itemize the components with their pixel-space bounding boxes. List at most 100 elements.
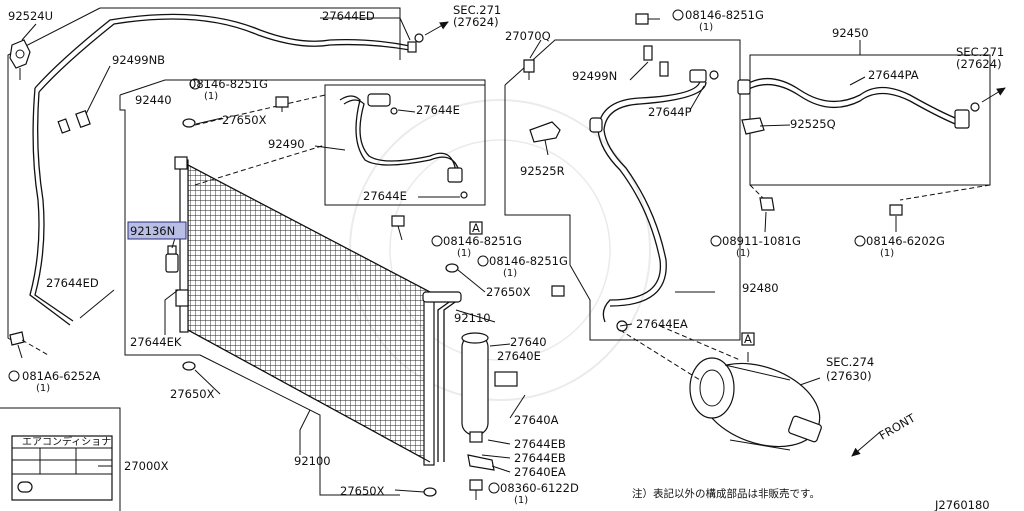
label-27644P[interactable]: 27644P <box>648 105 692 119</box>
label-27644PA[interactable]: 27644PA <box>868 68 919 82</box>
label-27650X-b[interactable]: 27650X <box>170 387 215 401</box>
front-label: FRONT <box>877 410 919 442</box>
label-081A6-6252A[interactable]: 081A6-6252A <box>22 369 101 383</box>
nut-08911 <box>759 197 775 211</box>
box-a-right: A <box>744 332 752 346</box>
label-plate-title: エアコンディショナ <box>22 435 111 448</box>
b-marker-08146-e <box>854 235 866 247</box>
pipe-92450 <box>737 78 980 135</box>
bolt-08146-a <box>275 96 289 112</box>
label-27640[interactable]: 27640 <box>510 335 547 349</box>
label-27000X[interactable]: 27000X <box>124 459 169 473</box>
box-a-left: A <box>472 221 480 235</box>
label-08146-8251G-b[interactable]: 08146-8251G <box>443 234 522 248</box>
box-92490 <box>194 84 486 206</box>
label-92499NB[interactable]: 92499NB <box>112 53 165 67</box>
bolt-27070Q <box>523 59 535 80</box>
label-27650X-a[interactable]: 27650X <box>222 113 267 127</box>
grommets-27650X <box>182 118 459 497</box>
label-27644ED-left[interactable]: 27644ED <box>46 276 99 290</box>
label-27640A[interactable]: 27640A <box>514 413 559 427</box>
label-27650X-d[interactable]: 27650X <box>340 484 385 498</box>
pressure-sensor-92136N <box>165 245 189 307</box>
label-08911-qty: (1) <box>736 248 750 259</box>
s-marker-08360 <box>488 482 500 494</box>
b-marker-08146-c <box>477 255 489 267</box>
compressor <box>689 357 822 451</box>
sec-ref-right[interactable]: SEC.271 <box>956 45 1004 59</box>
clip-92499NB <box>57 109 91 134</box>
label-27650X-c[interactable]: 27650X <box>486 285 531 299</box>
b-marker-08146-a <box>189 78 201 90</box>
label-08146-8251G-d-qty: (1) <box>699 22 713 33</box>
label-92525Q[interactable]: 92525Q <box>790 117 836 131</box>
label-08146-6202G[interactable]: 08146-6202G <box>866 234 945 248</box>
circle-markers <box>8 9 866 494</box>
label-08146-8251G-d[interactable]: 08146-8251G <box>685 8 764 22</box>
labels: 92524U 92499NB 92440 27644ED SEC.271 (27… <box>8 3 1004 511</box>
label-27644EB-b[interactable]: 27644EB <box>514 451 566 465</box>
hose-92490 <box>339 93 468 199</box>
hose-92480 <box>589 69 719 332</box>
diagram-id: J2760180 <box>934 498 990 511</box>
bolt-08146-b <box>391 215 405 241</box>
label-27644EK[interactable]: 27644EK <box>130 335 182 349</box>
clip-92525R <box>529 121 561 143</box>
label-92440[interactable]: 92440 <box>135 93 172 107</box>
b-marker-08146-d <box>672 9 684 21</box>
label-27070Q[interactable]: 27070Q <box>505 29 551 43</box>
label-27644E-a[interactable]: 27644E <box>416 103 460 117</box>
label-08146-8251G-c[interactable]: 08146-8251G <box>489 254 568 268</box>
label-08146-8251G-c-qty: (1) <box>503 268 517 279</box>
label-92524U[interactable]: 92524U <box>8 9 53 23</box>
pipe-92440 <box>29 13 424 326</box>
label-08146-8251G-b-qty: (1) <box>457 248 471 259</box>
label-08911-1081G[interactable]: 08911-1081G <box>722 234 801 248</box>
label-27644ED-top[interactable]: 27644ED <box>322 9 375 23</box>
receiver-tank-27640 <box>461 332 518 443</box>
right-frame <box>504 39 741 341</box>
highlight-92136N <box>127 221 187 240</box>
condenser-92100 <box>174 156 435 466</box>
label-92499N[interactable]: 92499N <box>572 69 617 83</box>
label-08360-6122D[interactable]: 08360-6122D <box>500 481 579 495</box>
label-27640E[interactable]: 27640E <box>497 349 541 363</box>
label-27640EA[interactable]: 27640EA <box>514 465 566 479</box>
clip-92499N <box>643 45 669 77</box>
label-92136N[interactable]: 92136N <box>130 224 175 238</box>
label-92110[interactable]: 92110 <box>454 311 491 325</box>
footnote: 注）表記以外の構成部品は非販売です。 <box>632 487 820 500</box>
bolt-081A6 <box>9 331 49 359</box>
label-92100[interactable]: 92100 <box>294 454 331 468</box>
label-plate-27000X <box>0 407 121 511</box>
label-92490[interactable]: 92490 <box>268 137 305 151</box>
label-92450[interactable]: 92450 <box>832 26 869 40</box>
label-08146-8251G-a[interactable]: 08146-8251G <box>189 77 268 91</box>
sec-ref-right-part: (27624) <box>956 57 1002 71</box>
label-08146-6202G-qty: (1) <box>880 248 894 259</box>
sec-ref-compressor-part: (27630) <box>826 369 872 383</box>
sec-ref-top[interactable]: SEC.271 <box>453 3 501 17</box>
b-marker-081A6 <box>8 370 20 382</box>
label-27644EA[interactable]: 27644EA <box>636 317 688 331</box>
label-92480[interactable]: 92480 <box>742 281 779 295</box>
b-marker-08146-b <box>431 235 443 247</box>
bolt-08360 <box>469 479 483 500</box>
bolt-08146-d <box>635 13 660 25</box>
bolt-08146-c <box>551 285 565 297</box>
ref-box-a <box>469 221 755 346</box>
n-marker-08911 <box>710 235 722 247</box>
label-08360-qty: (1) <box>514 495 528 506</box>
label-27644E-b[interactable]: 27644E <box>363 189 407 203</box>
label-08146-8251G-a-qty: (1) <box>204 91 218 102</box>
sec-ref-compressor[interactable]: SEC.274 <box>826 355 874 369</box>
sec-ref-top-part: (27624) <box>453 15 499 29</box>
bracket-92524U <box>9 39 31 80</box>
label-92525R[interactable]: 92525R <box>520 164 565 178</box>
label-27644EB-a[interactable]: 27644EB <box>514 437 566 451</box>
bolt-08146-e <box>889 204 903 216</box>
compressor-links <box>619 325 749 381</box>
arrows <box>424 21 1006 457</box>
bracket-27640EA <box>467 454 495 471</box>
